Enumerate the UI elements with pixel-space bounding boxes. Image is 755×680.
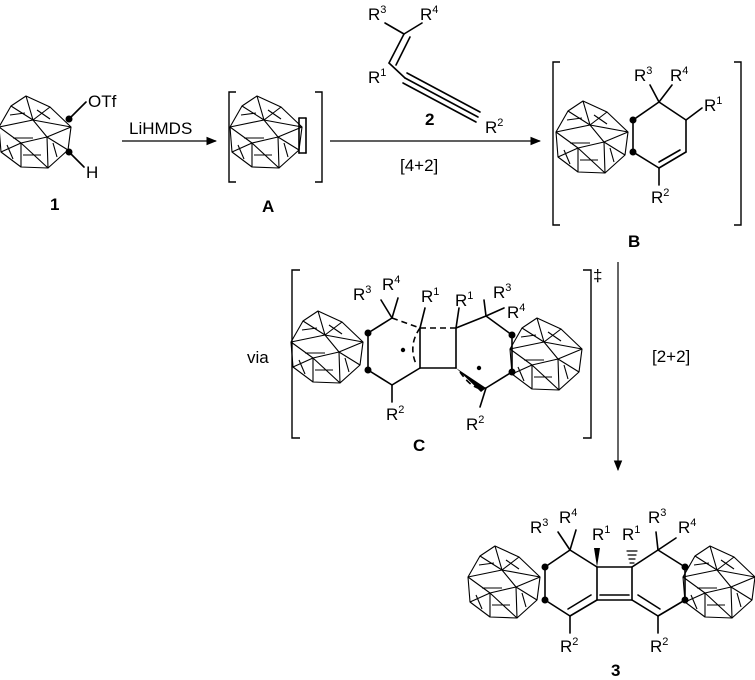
p-r4-right: R4: [678, 517, 696, 537]
p-r2-left: R2: [560, 636, 578, 656]
intermediate-b-label: B: [628, 232, 640, 251]
c-r2-right: R2: [466, 414, 484, 434]
transition-state-c: via ‡: [247, 266, 602, 455]
transition-state-c-label: C: [413, 436, 425, 455]
hashed-bond: [626, 550, 638, 564]
p-r4-left: R4: [559, 507, 577, 527]
product-3: R3 R4 R1 R1 R3 R4 R2 R2 3: [467, 507, 755, 680]
r3-label: R3: [368, 4, 386, 24]
b-r3-label: R3: [634, 65, 652, 85]
otf-label: OTf: [88, 92, 117, 111]
p-r2-right: R2: [650, 636, 668, 656]
c-r2-left: R2: [386, 404, 404, 424]
c-r3-right: R3: [493, 282, 511, 302]
p-r3-left: R3: [530, 517, 548, 537]
via-label: via: [247, 348, 269, 367]
p-r1-right: R1: [622, 524, 640, 544]
cycloaddition-2-2-label: [2+2]: [652, 347, 690, 366]
compound-1-label: 1: [50, 195, 59, 214]
c-r4-left: R4: [382, 274, 400, 294]
p-r3-right: R3: [648, 507, 666, 527]
r1-label: R1: [368, 67, 386, 87]
cycloaddition-4-2-label: [4+2]: [400, 156, 438, 175]
b-r1-label: R1: [704, 95, 722, 115]
reagent-2-label: 2: [425, 110, 434, 129]
h-label: H: [86, 163, 98, 182]
b-r2-label: R2: [651, 187, 669, 207]
c-r3-left: R3: [353, 284, 371, 304]
c-r1-right: R1: [455, 290, 473, 310]
lihmds-label: LiHMDS: [129, 119, 192, 138]
p-r1-left: R1: [592, 524, 610, 544]
intermediate-a: A: [228, 91, 323, 216]
dagger-label: ‡: [593, 266, 602, 285]
c-r4-right: R4: [507, 302, 525, 322]
product-3-label: 3: [611, 661, 620, 680]
r4-label: R4: [420, 4, 438, 24]
reagent-2: R3 R4 R1 R2 2: [368, 4, 503, 137]
intermediate-a-label: A: [262, 197, 274, 216]
c-r1-left: R1: [421, 286, 439, 306]
b-r4-label: R4: [670, 65, 688, 85]
r2-label: R2: [485, 117, 503, 137]
compound-1: OTf H 1: [0, 92, 117, 214]
intermediate-b: R3 R4 R1 R2 B: [552, 61, 742, 251]
